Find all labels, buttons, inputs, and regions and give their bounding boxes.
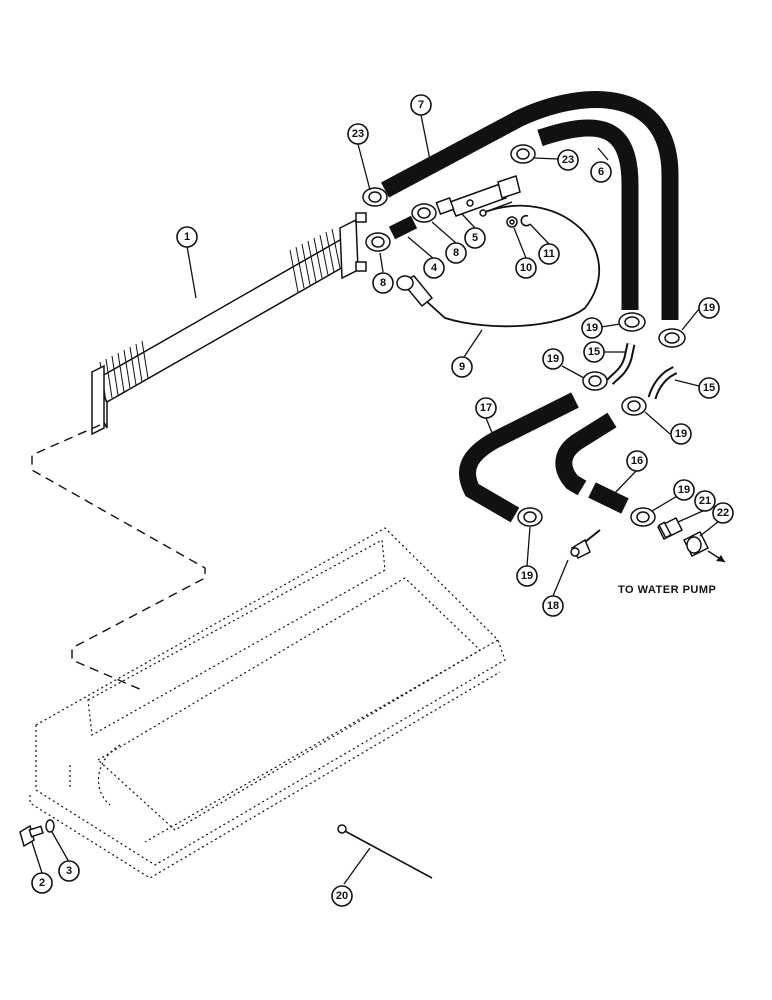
callout-18: 18: [542, 595, 564, 617]
svg-text:3: 3: [66, 865, 72, 877]
callout-3: 3: [58, 860, 80, 882]
svg-text:19: 19: [675, 428, 687, 440]
callout-19-a: 19: [581, 317, 603, 339]
clamp-19-c: [582, 371, 608, 391]
clamp-19-b: [658, 328, 686, 348]
callout-15-left: 15: [583, 341, 605, 363]
callout-16: 16: [626, 450, 648, 472]
svg-text:16: 16: [631, 455, 643, 467]
callout-9: 9: [451, 356, 473, 378]
clamp-8-left: [365, 232, 391, 252]
svg-text:1: 1: [184, 231, 190, 243]
drain-cock: [570, 529, 601, 559]
elbow-15-b: [647, 366, 678, 400]
callout-22: 22: [712, 502, 734, 524]
water-pump-label: TO WATER PUMP: [618, 584, 716, 596]
svg-text:9: 9: [459, 361, 465, 373]
svg-text:19: 19: [703, 302, 715, 314]
callout-20: 20: [331, 885, 353, 907]
clamp-19-d: [621, 396, 647, 416]
clamp-23-left: [362, 187, 388, 207]
clamp-8-right: [411, 203, 437, 223]
svg-text:2: 2: [39, 877, 45, 889]
control-valve: [435, 175, 521, 217]
callout-19-b: 19: [698, 297, 720, 319]
water-pump-arrow: [707, 550, 726, 563]
callout-21: 21: [694, 490, 716, 512]
control-cable: [396, 201, 600, 328]
callout-1: 1: [176, 226, 198, 248]
svg-text:4: 4: [431, 262, 438, 274]
svg-text:18: 18: [547, 600, 559, 612]
svg-text:15: 15: [588, 346, 600, 358]
callout-7: 7: [410, 94, 432, 116]
callout-19-d: 19: [670, 423, 692, 445]
route-line: [31, 424, 206, 691]
hose-17: [459, 392, 579, 523]
hose-7: [381, 91, 679, 320]
callout-8-left: 8: [372, 272, 394, 294]
clamp-19-e: [517, 507, 543, 527]
svg-text:6: 6: [598, 166, 604, 178]
hose-6: [537, 119, 639, 310]
clip-11: [520, 214, 531, 227]
callout-15-right: 15: [698, 377, 720, 399]
washer-3: [45, 819, 55, 833]
svg-text:15: 15: [703, 382, 715, 394]
svg-text:8: 8: [453, 247, 459, 259]
callout-19-f: 19: [673, 479, 695, 501]
svg-text:22: 22: [717, 507, 729, 519]
callout-10: 10: [515, 257, 537, 279]
svg-text:23: 23: [562, 154, 574, 166]
hose-4: [388, 215, 418, 240]
callout-11: 11: [538, 243, 560, 265]
svg-text:7: 7: [418, 99, 424, 111]
svg-text:19: 19: [678, 484, 690, 496]
bolt-2: [19, 824, 44, 848]
svg-text:23: 23: [352, 128, 364, 140]
svg-text:19: 19: [586, 322, 598, 334]
elbow-15-a: [606, 343, 636, 386]
svg-text:10: 10: [520, 262, 532, 274]
svg-text:5: 5: [472, 232, 478, 244]
svg-text:19: 19: [547, 353, 559, 365]
callout-4: 4: [423, 257, 445, 279]
svg-text:19: 19: [521, 570, 533, 582]
callout-23-right: 23: [557, 149, 579, 171]
fitting-21: [656, 516, 684, 541]
hose-16: [588, 482, 629, 514]
callout-23-left: 23: [347, 123, 369, 145]
callout-19-c: 19: [542, 348, 564, 370]
callout-6: 6: [590, 161, 612, 183]
clamp-23-right: [510, 144, 536, 164]
svg-text:8: 8: [380, 277, 386, 289]
clamp-19-a: [618, 312, 646, 332]
rod-20: [337, 824, 433, 879]
callout-8-right: 8: [445, 242, 467, 264]
callout-17: 17: [475, 397, 497, 419]
svg-text:20: 20: [336, 890, 348, 902]
clamp-19-f: [630, 507, 656, 527]
callout-19-e: 19: [516, 565, 538, 587]
callout-5: 5: [464, 227, 486, 249]
heater-housing: [29, 527, 506, 879]
heater-core: [91, 212, 367, 436]
callout-2: 2: [31, 872, 53, 894]
svg-text:17: 17: [480, 402, 492, 414]
svg-text:21: 21: [699, 495, 711, 507]
washer-10: [506, 216, 518, 228]
fitting-22: [682, 530, 710, 558]
svg-text:11: 11: [543, 248, 555, 260]
hose-16-bend: [555, 412, 617, 496]
